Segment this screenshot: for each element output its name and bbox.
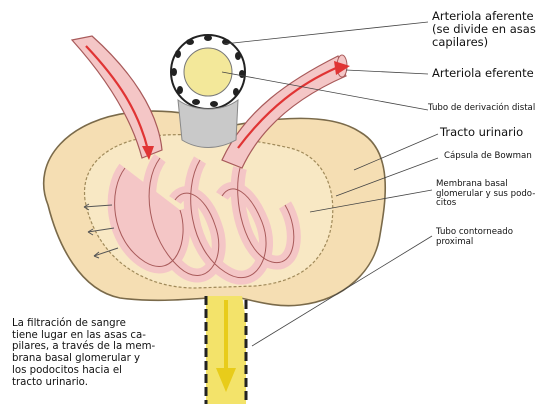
label-proximal-tube: Tubo contorneado proximal <box>436 228 513 247</box>
label-distal-tube: Tubo de derivación distal <box>428 104 535 114</box>
label-efferent-arteriole: Arteriola eferente <box>432 67 534 80</box>
label-bowman-capsule: Cápsula de Bowman <box>444 152 532 162</box>
label-urinary-tract: Tracto urinario <box>440 126 523 139</box>
label-afferent-arteriole: Arteriola aferente (se divide en asas ca… <box>432 10 536 49</box>
distal-tube-lumen <box>184 48 232 96</box>
caption-filtration: La filtración de sangre tiene lugar en l… <box>12 318 155 388</box>
label-basal-membrane: Membrana basal glomerular y sus podo- ci… <box>436 180 535 209</box>
